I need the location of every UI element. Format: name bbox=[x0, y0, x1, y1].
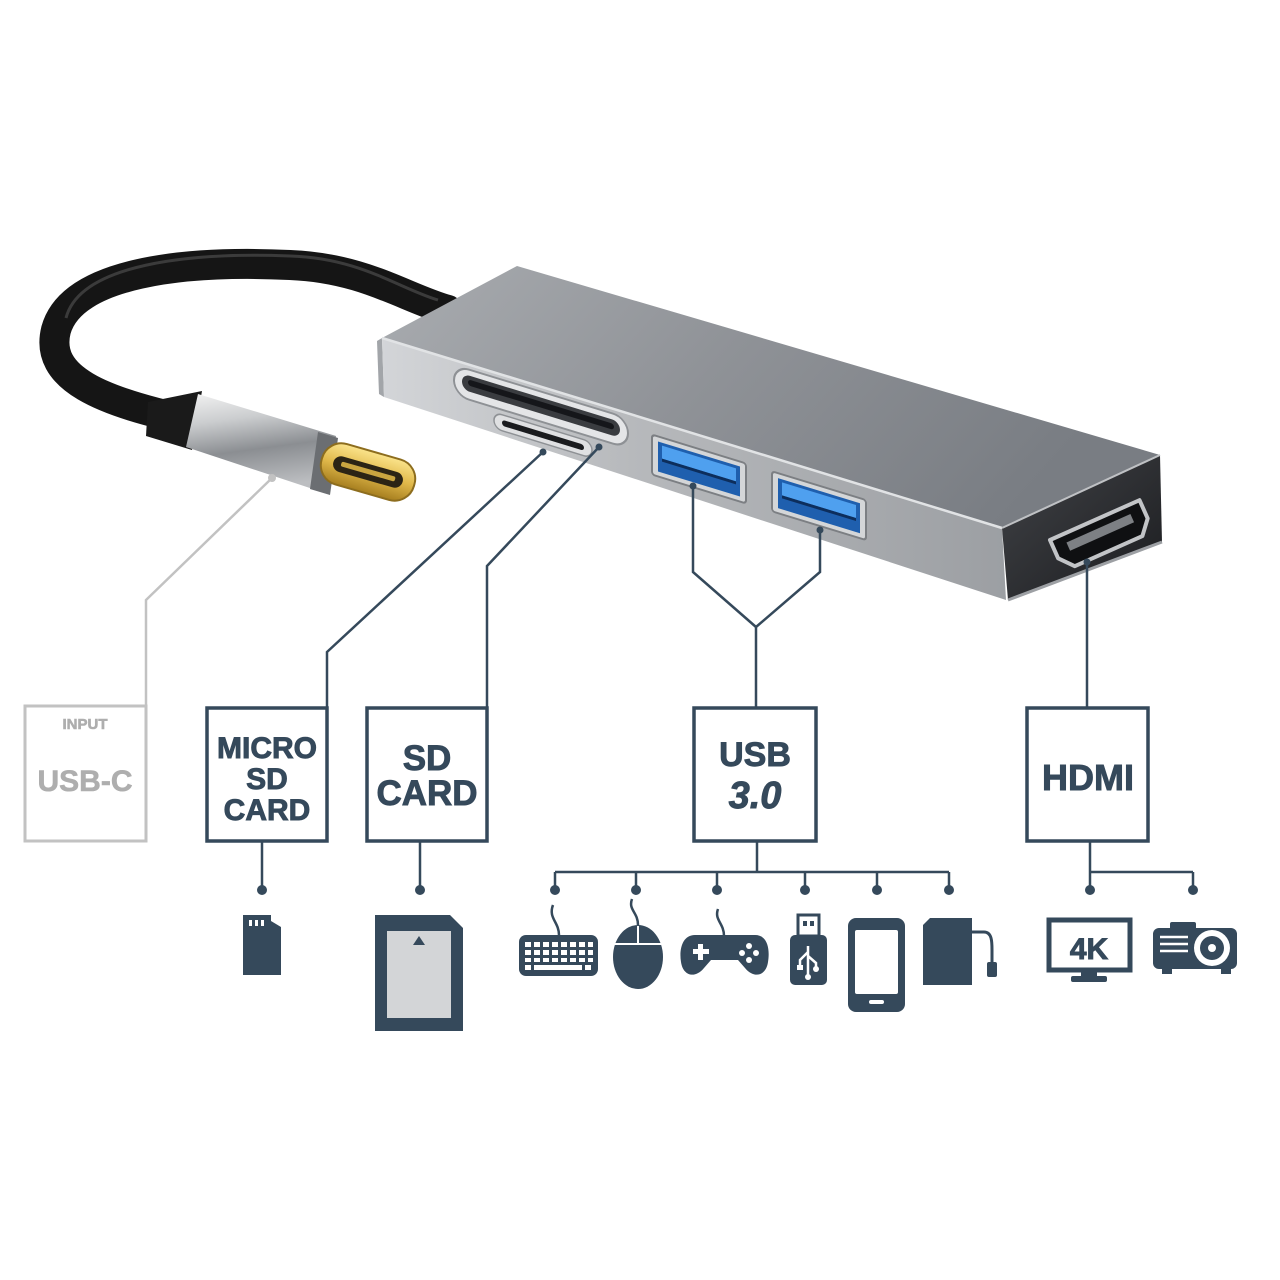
micro-sd-label-line-2: SD bbox=[246, 763, 288, 796]
device-connector-lines bbox=[257, 841, 1198, 895]
smartphone-icon bbox=[848, 918, 905, 1012]
micro-sd-slot bbox=[493, 413, 593, 457]
usb-flash-drive-icon bbox=[790, 913, 827, 985]
port-leader-lines bbox=[144, 443, 1091, 708]
sd-label-line-2: CARD bbox=[376, 774, 477, 813]
input-usb-c-box: INPUT USB-C bbox=[23, 704, 148, 843]
plug-gold-connector bbox=[319, 442, 417, 502]
keyboard-icon bbox=[519, 904, 598, 976]
external-hard-drive-icon bbox=[923, 918, 997, 985]
sd-card-slot bbox=[453, 367, 629, 446]
usb-leader-line-2 bbox=[754, 530, 822, 708]
sd-card-icon bbox=[375, 915, 463, 1031]
sd-leader-line bbox=[485, 446, 600, 708]
micro-sd-card-box: MICRO SD CARD bbox=[205, 706, 329, 843]
hdmi-label: HDMI bbox=[1042, 757, 1134, 798]
hub-body bbox=[377, 266, 1163, 602]
mouse-icon bbox=[613, 898, 663, 989]
usb-c-plug bbox=[186, 394, 417, 502]
sd-card-box: SD CARD bbox=[365, 706, 489, 843]
plug-housing bbox=[186, 394, 336, 494]
gamepad-icon bbox=[680, 908, 769, 975]
hub-left-edge bbox=[377, 338, 384, 397]
sd-label-line-1: SD bbox=[403, 739, 452, 778]
hdmi-port bbox=[1048, 498, 1150, 569]
usb-leader-line-1 bbox=[691, 486, 757, 628]
usb-3-port-2 bbox=[771, 471, 867, 541]
usb-label-line-1: USB bbox=[719, 736, 791, 774]
micro-sd-label-line-1: MICRO bbox=[217, 732, 317, 765]
monitor-icon: 4K bbox=[1046, 917, 1133, 982]
usb-label-line-2: 3.0 bbox=[729, 775, 782, 817]
usb-3-box: USB 3.0 bbox=[692, 706, 818, 843]
cable-boot bbox=[146, 391, 202, 450]
micro-sd-card-icon bbox=[243, 915, 281, 975]
usb-c-leader-line bbox=[144, 477, 273, 706]
input-caption: INPUT bbox=[63, 716, 108, 733]
micro-sd-leader-line bbox=[325, 451, 544, 708]
hub-bevel-edge bbox=[381, 336, 1003, 530]
hdmi-box: HDMI bbox=[1025, 706, 1150, 843]
monitor-screen-text: 4K bbox=[1070, 933, 1109, 966]
projector-icon bbox=[1153, 922, 1237, 974]
hub-top-face bbox=[382, 266, 1160, 528]
usb-c-cable bbox=[39, 248, 463, 450]
input-label: USB-C bbox=[38, 765, 133, 798]
micro-sd-label-line-3: CARD bbox=[224, 794, 311, 827]
usb-3-port-1 bbox=[651, 434, 747, 504]
